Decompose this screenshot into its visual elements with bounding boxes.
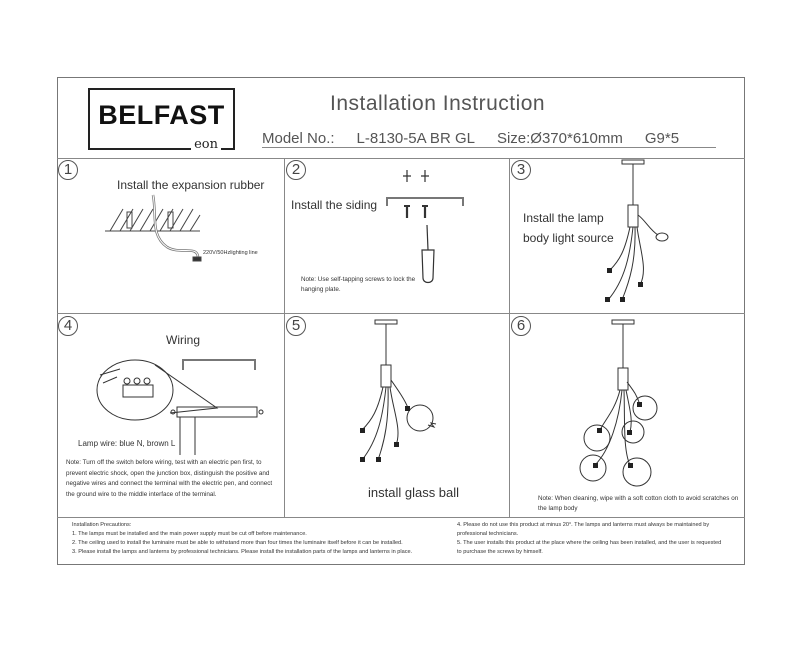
wiring-illustration	[96, 359, 264, 455]
model-label: Model No.:	[262, 130, 335, 147]
step-note: Note: When cleaning, wipe with a soft co…	[538, 495, 739, 512]
grid-divider	[57, 517, 745, 518]
lamp-wire-label: Lamp wire: blue N, brown L	[78, 439, 176, 448]
step-caption-line1: Install the lamp	[523, 211, 604, 225]
precaution-item: 1. The lamps must be installed and the m…	[72, 531, 307, 537]
size-value: Size:Ø370*610mm	[496, 130, 623, 147]
step-number: 5	[286, 316, 306, 336]
expansion-rubber-illustration	[105, 194, 202, 262]
precaution-item: 4. Please do not use this product at min…	[457, 522, 710, 537]
precaution-item: 5. The user installs this product at the…	[457, 540, 722, 555]
precaution-item: 3. Please install the lamps and lanterns…	[72, 549, 413, 555]
finished-lamp-illustration	[579, 319, 658, 487]
step-caption: Install the expansion rubber	[117, 178, 265, 192]
glass-ball-illustration	[360, 319, 437, 462]
step-number: 6	[511, 316, 531, 336]
precautions-title: Installation Precautions:	[72, 522, 132, 528]
model-line: Model No.: L-8130-5A BR GL Size:Ø370*610…	[262, 130, 716, 148]
grid-divider	[509, 158, 510, 517]
siding-illustration	[386, 170, 464, 284]
brand-sub: eon	[191, 137, 221, 152]
step-caption-line2: body light source	[523, 231, 614, 245]
precaution-item: 2. The ceiling used to install the lumin…	[72, 540, 403, 546]
lamp-body-illustration	[605, 159, 669, 302]
grid-divider	[284, 158, 285, 517]
document-title: Installation Instruction	[330, 92, 546, 115]
step-caption: Wiring	[166, 333, 201, 347]
grid-divider	[57, 313, 745, 314]
step-caption: install glass ball	[368, 485, 460, 500]
brand-name: BELFAST	[98, 100, 225, 130]
brand-logo: BELFAST eon	[88, 88, 235, 152]
grid-divider	[57, 158, 745, 159]
step-note: Note: Use self-tapping screws to lock th…	[301, 276, 416, 293]
model-value: L-8130-5A BR GL	[356, 130, 475, 147]
step-caption: Install the siding	[291, 198, 378, 212]
instruction-sheet-frame	[57, 77, 745, 565]
step-number: 1	[58, 160, 78, 180]
step-note: Note: Turn off the switch before wiring,…	[66, 459, 273, 498]
step-number: 2	[286, 160, 306, 180]
step-number: 4	[58, 316, 78, 336]
step-number: 3	[511, 160, 531, 180]
lighting-line-label: 220V/50Hzlighting line	[203, 250, 258, 256]
bulb-value: G9*5	[644, 130, 680, 147]
